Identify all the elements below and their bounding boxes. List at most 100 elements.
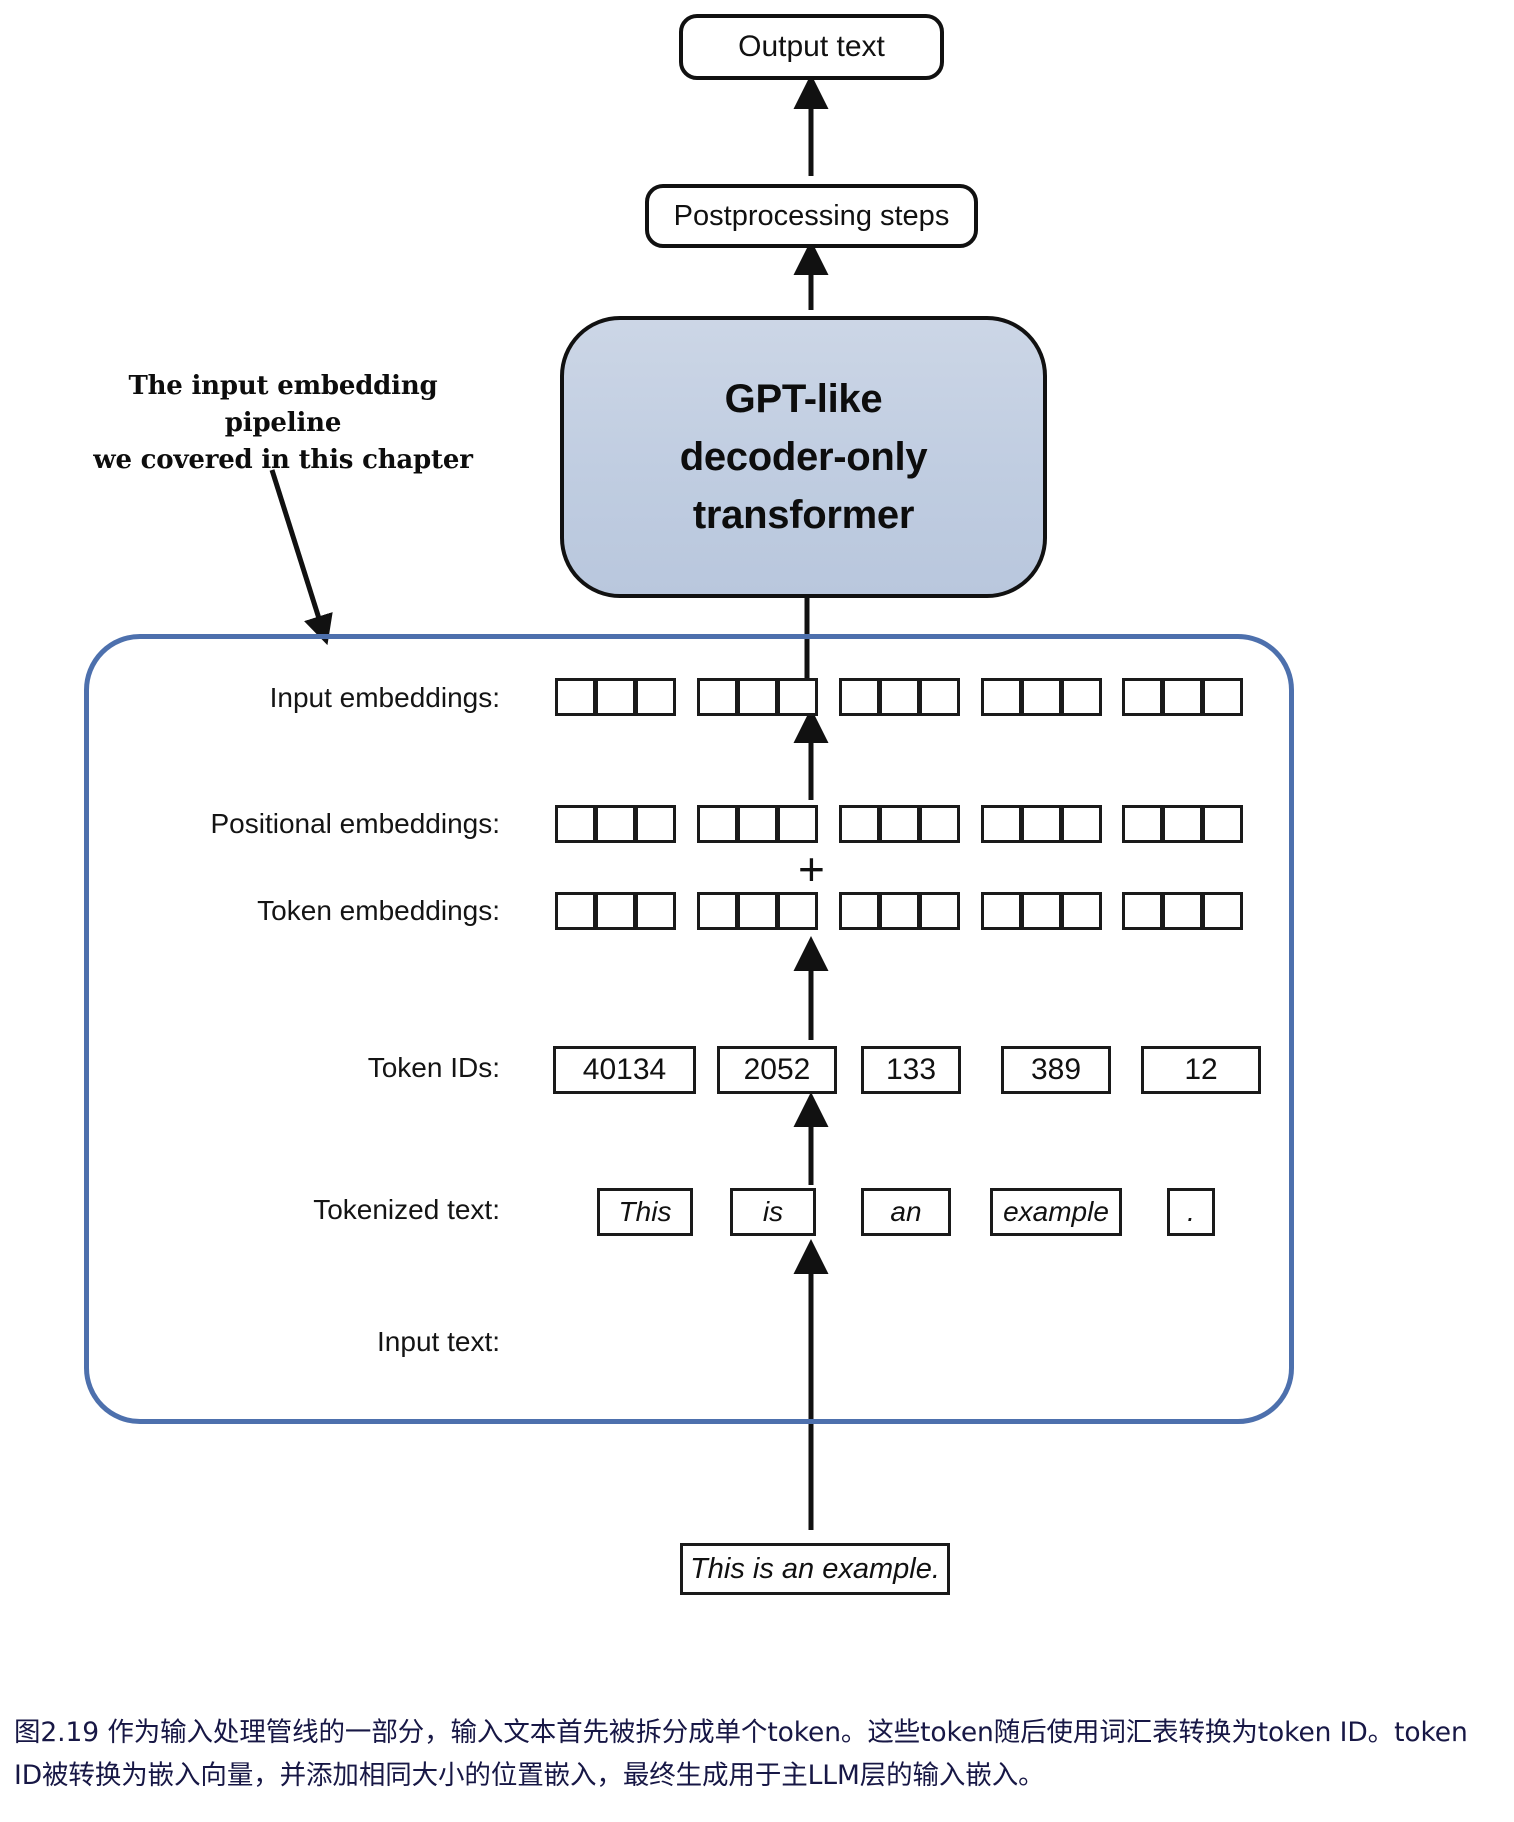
embedding-cell (981, 892, 1022, 930)
transformer-line-2: decoder-only (679, 435, 928, 479)
token-value: example (1003, 1196, 1109, 1227)
embedding-group (697, 805, 818, 843)
embedding-cell (777, 678, 818, 716)
embedding-group (697, 892, 818, 930)
input-embedding-pipeline-container (84, 634, 1294, 1424)
embedding-cell (737, 678, 778, 716)
token-box: an (861, 1188, 951, 1236)
token-value: This (618, 1196, 672, 1227)
embedding-cell (1021, 678, 1062, 716)
annotation-line-1: The input embedding pipeline (128, 371, 438, 438)
output-text-box: Output text (679, 14, 944, 80)
embedding-cell (595, 805, 636, 843)
token-id-value: 12 (1184, 1053, 1218, 1086)
embedding-group (555, 892, 676, 930)
token-box: This (597, 1188, 693, 1236)
embedding-cell (1021, 892, 1062, 930)
embedding-cell (1162, 892, 1203, 930)
embedding-cell (919, 805, 960, 843)
token-box: is (730, 1188, 816, 1236)
token-id-box: 2052 (717, 1046, 837, 1094)
embedding-cell (839, 892, 880, 930)
token-id-value: 40134 (582, 1053, 667, 1086)
token-id-value: 389 (1030, 1053, 1082, 1086)
token-id-value: 133 (885, 1053, 937, 1086)
embedding-cell (1202, 805, 1243, 843)
embedding-cell (839, 678, 880, 716)
embedding-group (839, 805, 960, 843)
embedding-cell (879, 892, 920, 930)
embedding-cell (555, 678, 596, 716)
embedding-cell (839, 805, 880, 843)
annotation-line-2: we covered in this chapter (93, 444, 473, 475)
embedding-cell (555, 892, 596, 930)
embedding-group (1122, 805, 1243, 843)
token-id-box: 133 (861, 1046, 961, 1094)
gpt-transformer-box: GPT-like decoder-only transformer (560, 316, 1047, 598)
token-value: . (1187, 1196, 1195, 1227)
embedding-group (555, 805, 676, 843)
embedding-cell (697, 892, 738, 930)
embedding-cell (1122, 892, 1163, 930)
embedding-cell (1202, 678, 1243, 716)
embedding-cell (635, 892, 676, 930)
embedding-cell (777, 805, 818, 843)
annotation-callout: The input embedding pipeline we covered … (88, 368, 478, 479)
token-id-box: 40134 (553, 1046, 696, 1094)
embedding-cell (737, 892, 778, 930)
token-value: an (890, 1196, 922, 1227)
row-label-input-text: Input text: (377, 1326, 500, 1357)
embedding-group (839, 678, 960, 716)
embedding-cell (1061, 892, 1102, 930)
row-label-positional-embeddings: Positional embeddings: (210, 808, 500, 839)
embedding-cell (697, 678, 738, 716)
embedding-cell (981, 805, 1022, 843)
embedding-group (697, 678, 818, 716)
embedding-cell (595, 678, 636, 716)
input-text-value: This is an example. (690, 1552, 940, 1585)
embedding-cell (879, 678, 920, 716)
embedding-cell (777, 892, 818, 930)
transformer-line-1: GPT-like (724, 377, 883, 421)
embedding-cell (981, 678, 1022, 716)
embedding-group (555, 678, 676, 716)
embedding-group (1122, 892, 1243, 930)
embedding-cell (1162, 805, 1203, 843)
embedding-group (1122, 678, 1243, 716)
gpt-transformer-label: GPT-like decoder-only transformer (680, 370, 928, 544)
row-label-token-embeddings: Token embeddings: (257, 895, 500, 926)
embedding-cell (555, 805, 596, 843)
embedding-cell (919, 892, 960, 930)
postprocessing-steps-box: Postprocessing steps (645, 184, 978, 248)
embedding-group (981, 892, 1102, 930)
token-id-value: 2052 (743, 1053, 811, 1086)
figure-caption: 图2.19 作为输入处理管线的一部分，输入文本首先被拆分成单个token。这些t… (14, 1717, 1468, 1791)
token-id-box: 12 (1141, 1046, 1261, 1094)
row-label-token-ids: Token IDs: (367, 1052, 500, 1083)
embedding-cell (697, 805, 738, 843)
embedding-cell (1061, 805, 1102, 843)
input-text-box: This is an example. (680, 1543, 950, 1595)
embedding-group (981, 805, 1102, 843)
row-label-tokenized-text: Tokenized text: (313, 1194, 500, 1225)
token-id-box: 389 (1001, 1046, 1111, 1094)
output-text-label: Output text (738, 30, 885, 63)
embedding-cell (737, 805, 778, 843)
embedding-cell (919, 678, 960, 716)
row-label-input-embeddings: Input embeddings: (269, 682, 500, 713)
embedding-cell (1162, 678, 1203, 716)
token-box: example (990, 1188, 1122, 1236)
embedding-cell (1021, 805, 1062, 843)
transformer-line-3: transformer (692, 493, 915, 537)
plus-operator: + (798, 843, 825, 895)
embedding-group (839, 892, 960, 930)
token-box: . (1167, 1188, 1215, 1236)
postprocessing-steps-label: Postprocessing steps (673, 199, 950, 232)
embedding-cell (635, 678, 676, 716)
embedding-group (981, 678, 1102, 716)
embedding-cell (879, 805, 920, 843)
embedding-cell (1122, 805, 1163, 843)
embedding-cell (595, 892, 636, 930)
token-value: is (762, 1196, 784, 1227)
